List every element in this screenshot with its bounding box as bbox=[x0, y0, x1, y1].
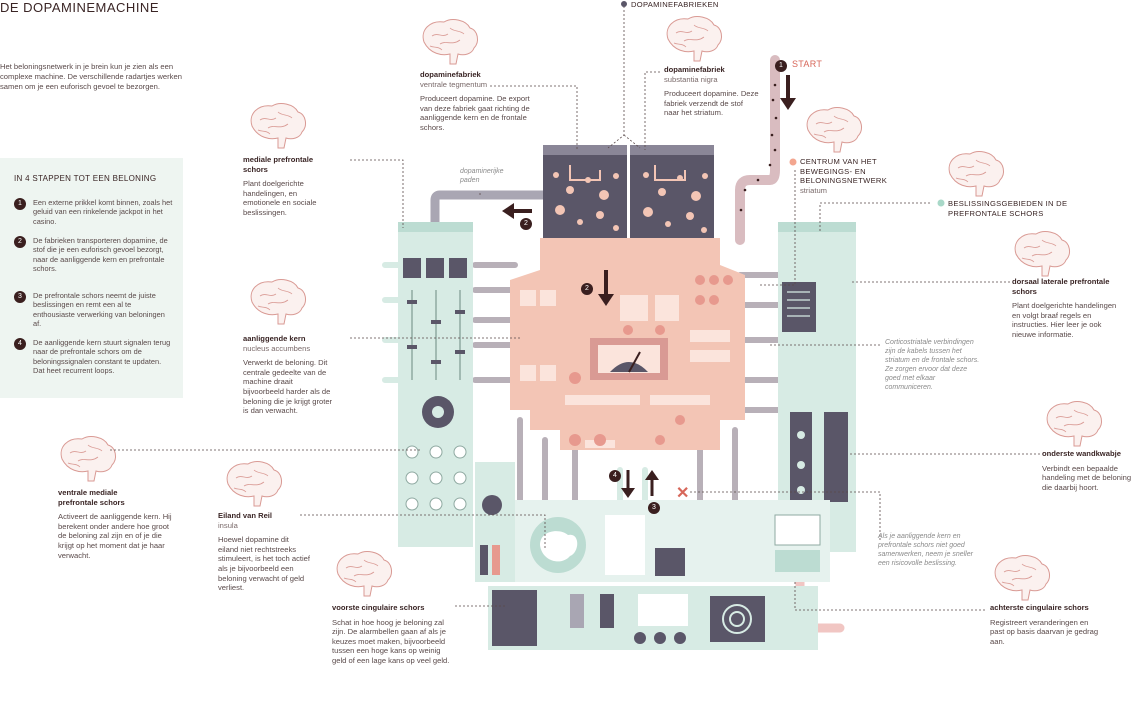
steps-heading: IN 4 STAPPEN TOT EEN BELONING bbox=[14, 174, 157, 183]
label-mpfc-text: Plant doelgerichte handelingen, en emoti… bbox=[243, 179, 317, 217]
callout-center: CENTRUM VAN HET BEWEGINGS- EN BELONINGSN… bbox=[800, 157, 900, 195]
label-insula-name: Eiland van Reil bbox=[218, 511, 273, 520]
label-mpfc-name: mediale prefrontale schors bbox=[243, 155, 314, 174]
label-acc-text: Schat in hoe hoog je beloning zal zijn. … bbox=[332, 617, 450, 665]
label-vta-sub: ventrale tegmentum bbox=[420, 79, 488, 89]
label-vmpfc-text: Activeert de aanliggende kern. Hij berek… bbox=[58, 512, 172, 560]
label-dlpfc-text: Plant doelgerichte handelingen en volgt … bbox=[1012, 301, 1117, 339]
note-risk: Als je aanliggende kern en prefrontale s… bbox=[878, 533, 973, 567]
step-text: De prefrontale schors neemt de juiste be… bbox=[33, 291, 165, 329]
label-sn-text: Produceert dopamine. Deze fabriek verzen… bbox=[664, 89, 759, 118]
step-number: 3 bbox=[14, 291, 26, 303]
step-marker-2a: 2 bbox=[520, 218, 532, 230]
step-text: De aanliggende kern stuurt signalen teru… bbox=[33, 338, 171, 376]
label-vta-name: dopaminefabriek bbox=[420, 70, 481, 79]
callout-center-title: CENTRUM VAN HET BEWEGINGS- EN BELONINGSN… bbox=[800, 157, 888, 186]
callout-decision: BESLISSINGSGEBIEDEN IN DE PREFRONTALE SC… bbox=[948, 199, 1068, 218]
label-nacc-sub: nucleus accumbens bbox=[243, 343, 311, 353]
label-acc: voorste cingulaire schors Schat in hoe h… bbox=[332, 603, 452, 666]
label-dlpfc-name: dorsaal laterale prefrontale schors bbox=[1012, 277, 1110, 296]
step-number: 2 bbox=[14, 236, 26, 248]
callout-start: START bbox=[792, 59, 823, 69]
label-sn-sub: substantia nigra bbox=[664, 74, 718, 84]
label-pcc-text: Registreert veranderingen en past op bas… bbox=[990, 617, 1099, 646]
page-title: DE DOPAMINEMACHINE bbox=[0, 0, 159, 15]
label-sn-name: dopaminefabriek bbox=[664, 65, 725, 74]
label-ipl: onderste wandkwabje Verbindt een bepaald… bbox=[1042, 449, 1140, 492]
steps-panel bbox=[0, 158, 183, 398]
intro-text: Het beloningsnetwerk in je brein kun je … bbox=[0, 62, 182, 91]
callout-center-sub: striatum bbox=[800, 185, 828, 195]
step-text: Een externe prikkel komt binnen, zoals h… bbox=[33, 198, 173, 226]
label-dlpfc: dorsaal laterale prefrontale schors Plan… bbox=[1012, 277, 1122, 340]
step-marker-4: 4 bbox=[609, 470, 621, 482]
label-nacc-name: aanliggende kern bbox=[243, 334, 306, 343]
step-marker-3: 3 bbox=[648, 502, 660, 514]
label-acc-name: voorste cingulaire schors bbox=[332, 603, 425, 612]
label-vta-text: Produceert dopamine. De export van deze … bbox=[420, 94, 530, 132]
label-insula: Eiland van Reil insula Hoewel dopamine d… bbox=[218, 511, 310, 593]
callout-factories: DOPAMINEFABRIEKEN bbox=[631, 0, 719, 9]
label-vmpfc-name: ventrale mediale prefrontale schors bbox=[58, 488, 125, 507]
label-ipl-name: onderste wandkwabje bbox=[1042, 449, 1121, 458]
step-item: 1 Een externe prikkel komt binnen, zoals … bbox=[14, 198, 174, 226]
step-number: 1 bbox=[14, 198, 26, 210]
label-vmpfc: ventrale mediale prefrontale schors Acti… bbox=[58, 488, 178, 560]
label-vta: dopaminefabriek ventrale tegmentum Produ… bbox=[420, 70, 532, 133]
label-nacc: aanliggende kern nucleus accumbens Verwe… bbox=[243, 334, 335, 416]
note-paths: dopaminerijke paden bbox=[460, 168, 504, 184]
step-marker-1: 1 bbox=[775, 60, 787, 72]
label-insula-text: Hoewel dopamine dit eiland niet rechtstr… bbox=[218, 535, 311, 593]
step-item: 3 De prefrontale schors neemt de juiste b… bbox=[14, 291, 174, 329]
label-sn: dopaminefabriek substantia nigra Produce… bbox=[664, 65, 759, 118]
step-item: 4 De aanliggende kern stuurt signalen ter… bbox=[14, 338, 174, 376]
label-ipl-text: Verbindt een bepaalde handeling met de b… bbox=[1042, 463, 1132, 492]
step-text: De fabrieken transporteren dopamine, de … bbox=[33, 236, 168, 274]
step-item: 2 De fabrieken transporteren dopamine, de… bbox=[14, 236, 174, 274]
label-nacc-text: Verwerkt de beloning. Dit centrale gedee… bbox=[243, 358, 333, 416]
label-mpfc: mediale prefrontale schors Plant doelger… bbox=[243, 155, 328, 218]
label-pcc-name: achterste cingulaire schors bbox=[990, 603, 1089, 612]
label-pcc: achterste cingulaire schors Registreert … bbox=[990, 603, 1102, 646]
note-corticostriatal: Corticostriatale verbindingen zijn de ka… bbox=[885, 339, 980, 391]
step-marker-2b: 2 bbox=[581, 283, 593, 295]
fail-cross-icon: ✕ bbox=[676, 485, 690, 502]
step-number: 4 bbox=[14, 338, 26, 350]
label-insula-sub: insula bbox=[218, 520, 238, 530]
